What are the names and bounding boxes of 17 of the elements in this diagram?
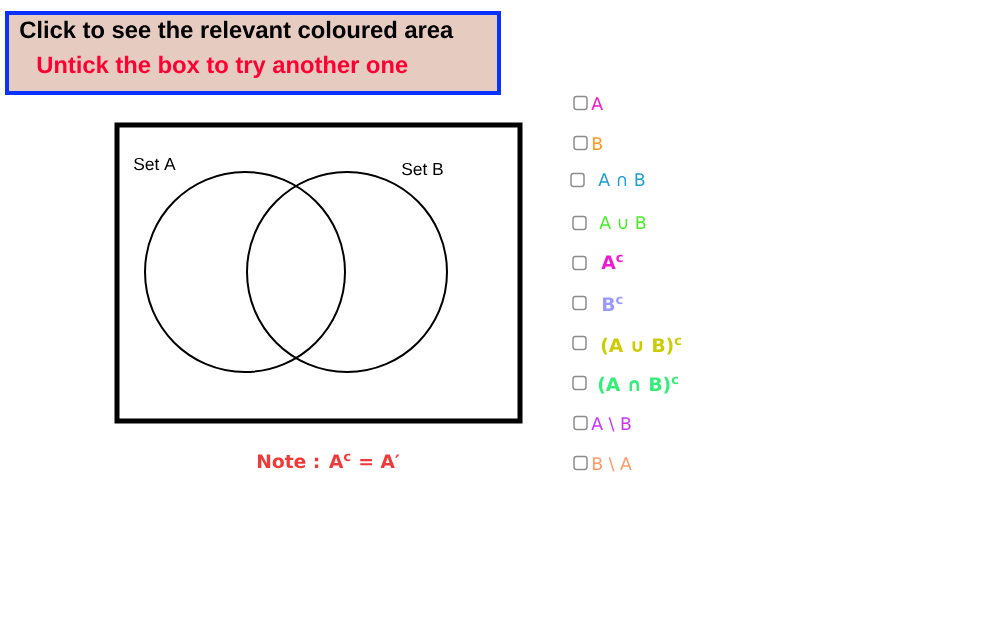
- option-label: (A ∪ B)$^{c}$: [601, 337, 682, 355]
- universal-set-rectangle: [114, 122, 523, 424]
- heading-text: Click to see the relevant coloured area: [20, 20, 454, 39]
- set-label: Set A: [134, 157, 176, 171]
- option-label: B$^{c}$: [603, 296, 623, 311]
- option-label: A ∩ B: [598, 173, 645, 186]
- instruction-text: Untick the box to try another one: [37, 55, 408, 78]
- option-label: A$^{c}$: [601, 254, 623, 269]
- note-text: Note : A$^{c}$ = A′: [258, 453, 400, 469]
- option-label: B: [592, 137, 602, 150]
- option-label: A: [591, 97, 603, 110]
- option-label: A ∪ B: [599, 216, 646, 229]
- option-label: B \ A: [592, 457, 632, 472]
- option-label: A \ B: [591, 417, 631, 432]
- set-label: Set B: [402, 162, 443, 176]
- instruction-box: [5, 11, 501, 95]
- option-label: (A ∩ B)$^{c}$: [598, 376, 679, 394]
